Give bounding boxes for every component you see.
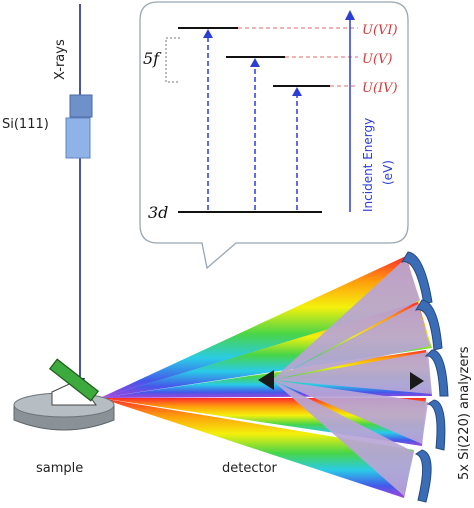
reflect-2 <box>272 304 430 380</box>
fan-1 <box>100 256 420 398</box>
energy-axis-unit: (eV) <box>381 160 395 185</box>
arrowhead-vi <box>203 29 213 38</box>
energy-axis-label: Incident Energy <box>361 118 375 212</box>
analyzer-3 <box>424 349 449 397</box>
analyzer-5 <box>414 449 432 503</box>
arrow-up-icon <box>345 10 355 20</box>
triangle-icon <box>410 372 424 390</box>
si111-crystal-bottom <box>65 117 91 159</box>
detector-triangle-icon <box>258 370 274 390</box>
brace-5f <box>165 37 180 83</box>
label-analyzers: 5x Si(220) analyzers <box>457 346 472 480</box>
label-si111: Si(111) <box>2 117 49 132</box>
label-u-vi: U(VI) <box>362 23 398 38</box>
sample-crystal <box>48 358 100 402</box>
label-u-v: U(V) <box>362 52 393 67</box>
reflected-beams <box>272 258 432 496</box>
si111-crystal-top <box>69 94 93 118</box>
fan-5 <box>100 398 414 498</box>
label-5f: 5f <box>143 49 162 68</box>
arrowhead-iv <box>292 87 302 96</box>
inset-bubble <box>139 1 409 270</box>
label-xrays: X-rays <box>53 39 68 80</box>
arrowhead-v <box>250 58 260 67</box>
analyzer-4 <box>426 399 446 451</box>
label-u-iv: U(IV) <box>362 81 398 96</box>
label-detector: detector <box>222 461 278 476</box>
label-3d: 3d <box>148 203 168 222</box>
reflect-5 <box>272 380 414 496</box>
reflect-4 <box>272 380 428 444</box>
analyzer-1 <box>400 251 433 305</box>
reflect-1 <box>272 258 420 380</box>
label-sample: sample <box>36 461 83 476</box>
reflect-3 <box>272 352 432 394</box>
analyzer-2 <box>414 299 443 351</box>
